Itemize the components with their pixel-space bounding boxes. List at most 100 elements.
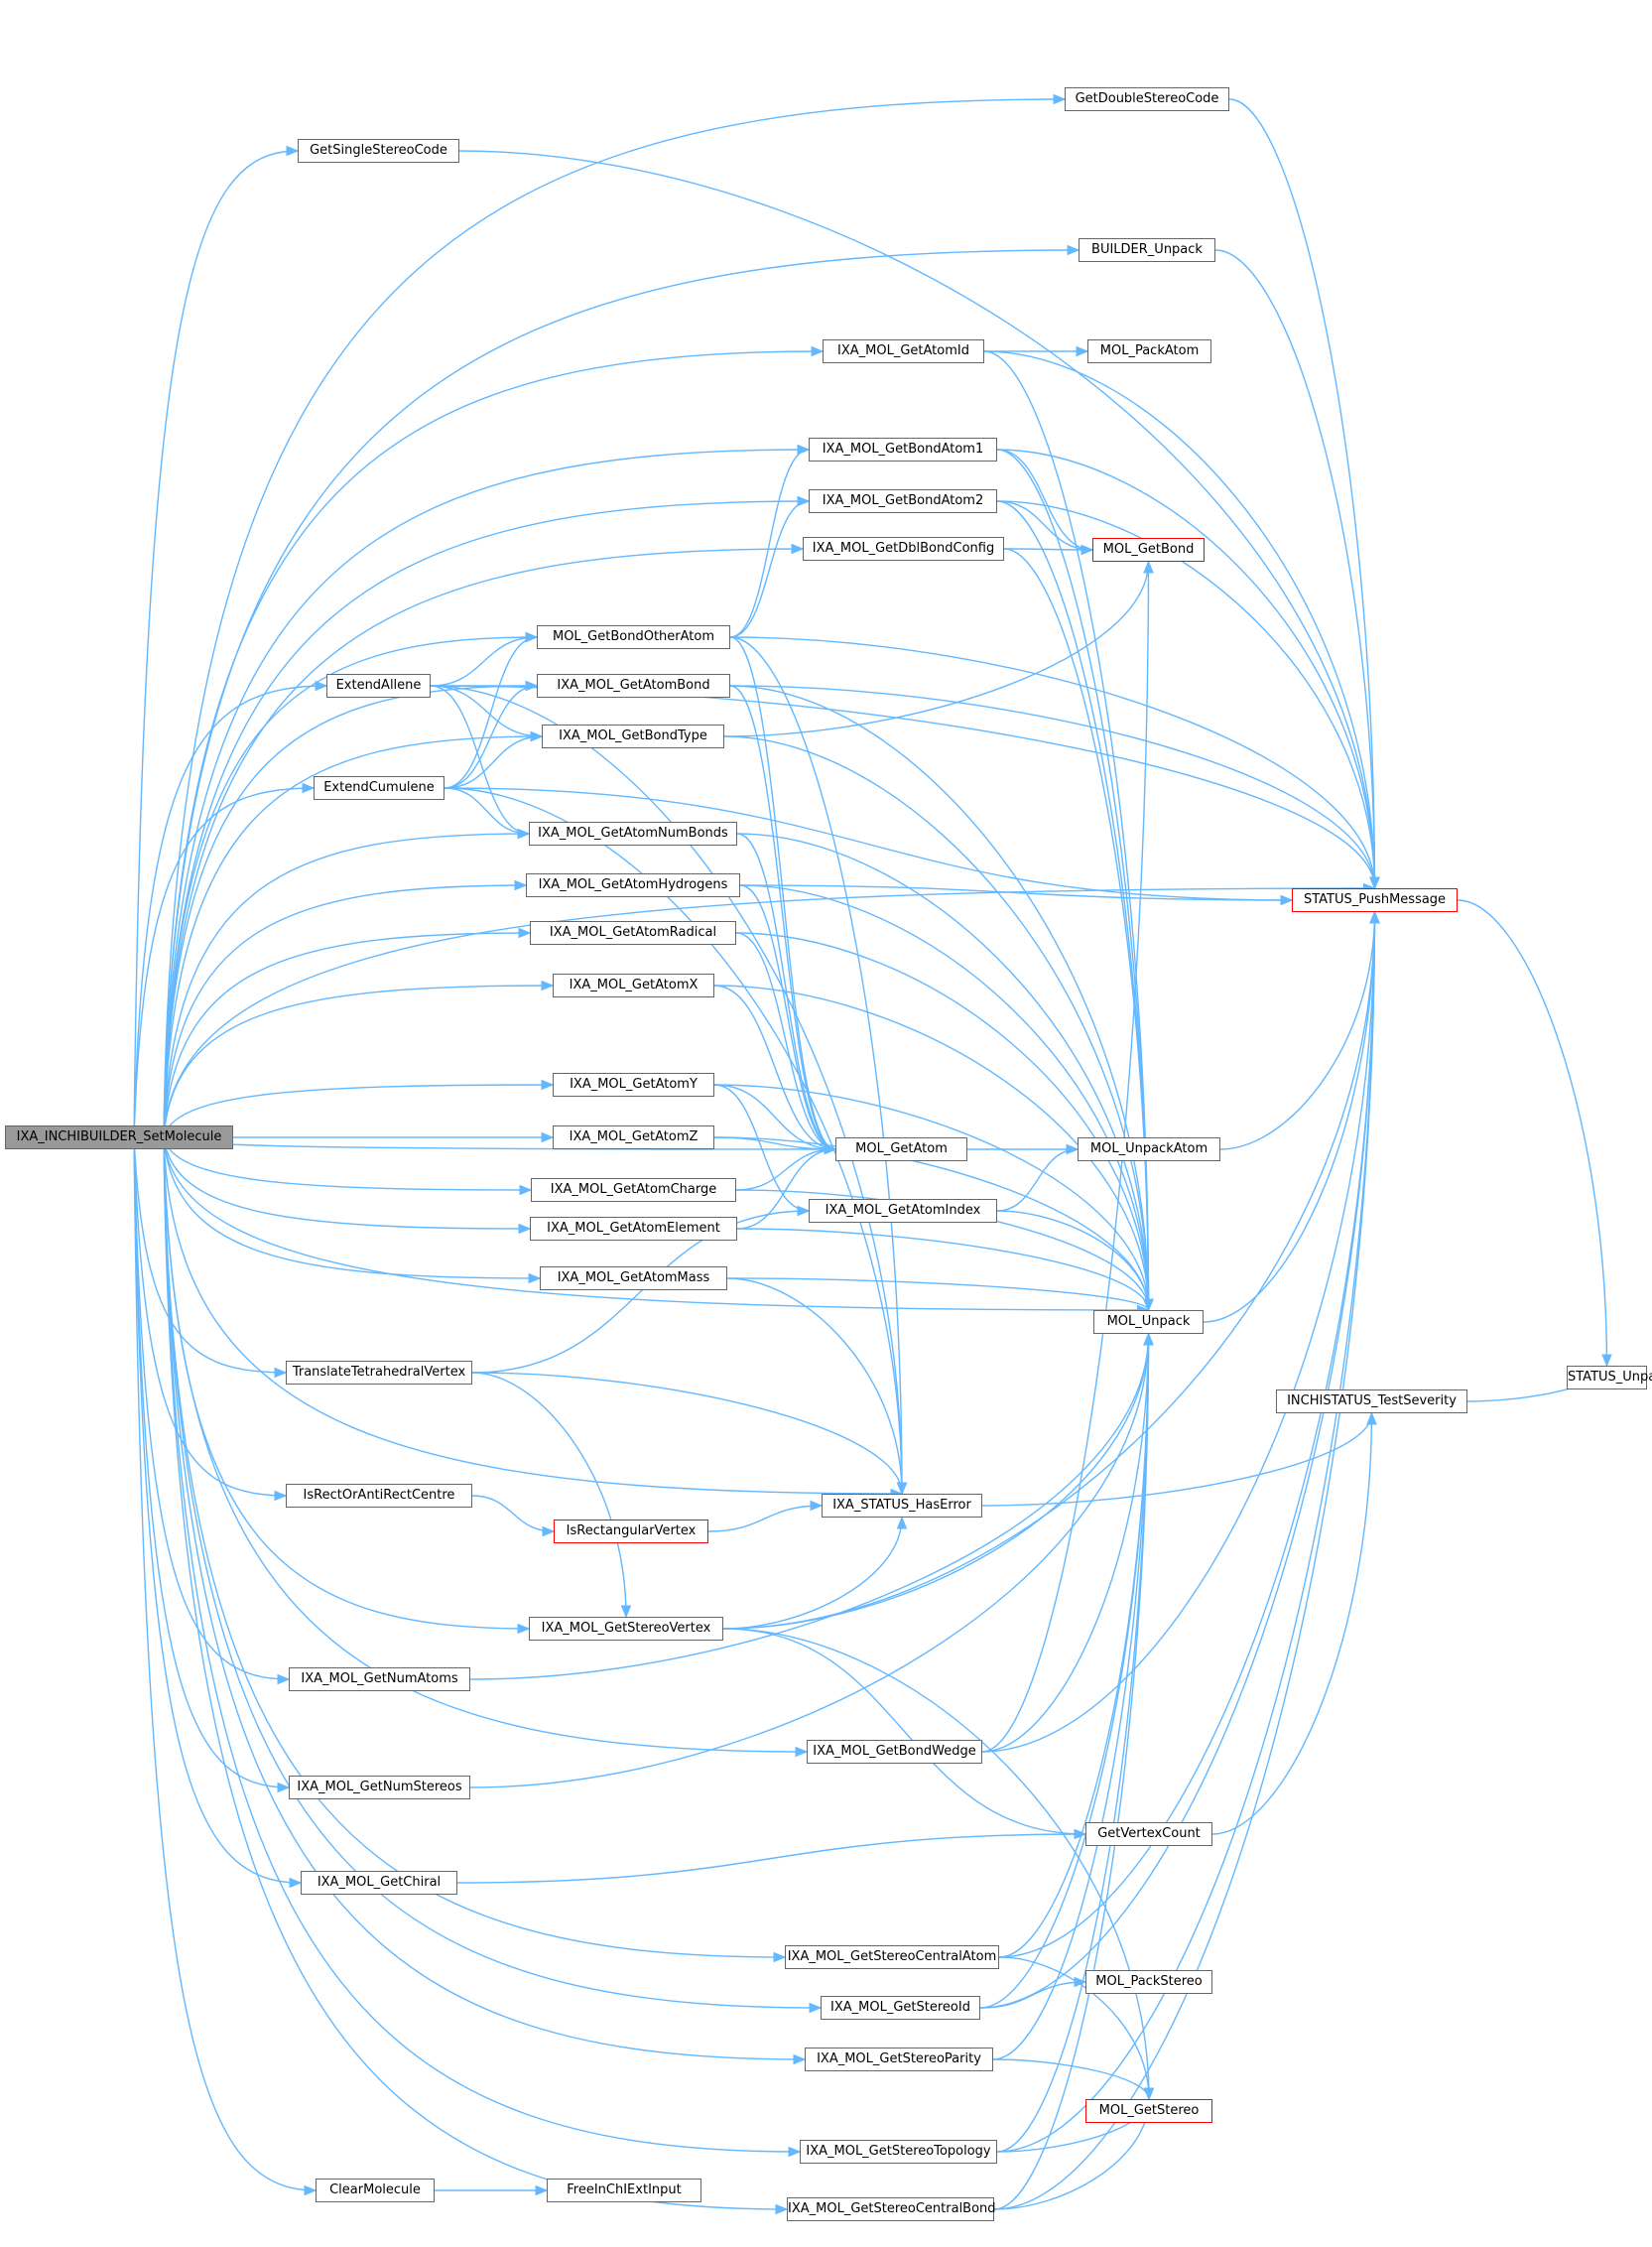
node-ixa-mol-getatomelement[interactable]: IXA_MOL_GetAtomElement [530,1217,737,1241]
edge-gsid-mu [979,1333,1150,2009]
node-ixa-mol-getatomy[interactable]: IXA_MOL_GetAtomY [553,1073,714,1097]
node-ixa-inchibuilder-setmolecule[interactable]: IXA_INCHIBUILDER_SetMolecule [5,1125,233,1149]
edge-bu-spm [1214,249,1376,889]
node-mol-getstereo[interactable]: MOL_GetStereo [1085,2099,1212,2123]
node-mol-getatom[interactable]: MOL_GetAtom [835,1137,967,1161]
node-ixa-mol-getdblbondconfig[interactable]: IXA_MOL_GetDblBondConfig [803,537,1004,561]
node-ixa-mol-getstereocentralbond[interactable]: IXA_MOL_GetStereoCentralBond [787,2197,996,2221]
node-ixa-mol-getbondatom2[interactable]: IXA_MOL_GetBondAtom2 [809,489,997,513]
edge-root-ganb [163,833,530,1138]
edge-gba2-mu [996,500,1150,1311]
edge-arrowhead [274,1367,288,1379]
edge-mgboa-mga [729,636,836,1150]
edge-arrowhead [535,2184,549,2196]
node-ixa-mol-getstereoid[interactable]: IXA_MOL_GetStereoId [821,1996,980,2020]
node-ixa-mol-getbondtype[interactable]: IXA_MOL_GetBondType [542,725,724,748]
edge-gsp-mgs [992,2058,1150,2100]
edge-arrowhead [797,1205,811,1217]
edge-root-spm [163,887,1375,1138]
edge-root-gssc [133,150,299,1138]
edge-arrowhead [1066,1143,1080,1155]
node-mol-getbondotheratom[interactable]: MOL_GetBondOtherAtom [537,625,730,649]
edge-arrowhead [793,2053,807,2065]
node-mol-getbond[interactable]: MOL_GetBond [1092,538,1205,562]
edge-gba2-spm [996,500,1376,889]
node-getsinglestereocode[interactable]: GetSingleStereoCode [298,139,459,163]
edge-arrowhead [514,879,528,891]
edge-arrowhead [519,1184,533,1196]
node-ixa-mol-getatomx[interactable]: IXA_MOL_GetAtomX [553,974,714,997]
edge-arrowhead [542,1525,556,1537]
edge-arrowhead [1369,910,1380,924]
edge-arrowhead [797,495,811,507]
node-ixa-mol-getatommass[interactable]: IXA_MOL_GetAtomMass [540,1266,727,1290]
node-ixa-mol-getatomz[interactable]: IXA_MOL_GetAtomZ [553,1125,714,1149]
node-ixa-mol-getatomindex[interactable]: IXA_MOL_GetAtomIndex [809,1199,997,1223]
node-ixa-mol-getatomradical[interactable]: IXA_MOL_GetAtomRadical [530,921,736,945]
node-clearmolecule[interactable]: ClearMolecule [316,2179,435,2202]
edge-arrowhead [517,828,531,840]
edge-arrowhead [302,782,316,794]
edge-root-gbt [163,735,543,1138]
edge-root-gar [163,932,531,1138]
node-getdoublestereocode[interactable]: GetDoubleStereoCode [1065,87,1229,111]
node-ixa-mol-getstereovertex[interactable]: IXA_MOL_GetStereoVertex [529,1617,723,1641]
edge-irarc-irv [471,1495,555,1532]
node-inchistatus-testseverity[interactable]: INCHISTATUS_TestSeverity [1276,1389,1467,1413]
node-isrectorantirectcentre[interactable]: IsRectOrAntiRectCentre [286,1484,472,1508]
edge-arrowhead [541,1079,555,1091]
node-extendcumulene[interactable]: ExtendCumulene [314,776,445,800]
edge-root-gdbc [163,548,804,1138]
edge-gah-mga [739,884,836,1150]
node-ixa-mol-getatomid[interactable]: IXA_MOL_GetAtomId [823,339,984,363]
node-ixa-status-haserror[interactable]: IXA_STATUS_HasError [822,1494,982,1518]
edge-gsv-ishe [722,1517,903,1630]
edge-root-gsid [163,1136,822,2009]
node-builder-unpack[interactable]: BUILDER_Unpack [1079,238,1215,262]
edge-gac-mga [735,1148,836,1191]
node-ixa-mol-getatomhydrogens[interactable]: IXA_MOL_GetAtomHydrogens [526,873,740,897]
node-ixa-mol-getatomnumbonds[interactable]: IXA_MOL_GetAtomNumBonds [529,822,737,846]
edge-gdbc-mu [1003,548,1150,1311]
edge-gab-mga [729,685,836,1150]
edge-arrowhead [1143,2087,1155,2101]
edge-arrowhead [517,1623,531,1635]
node-mol-unpackatom[interactable]: MOL_UnpackAtom [1078,1137,1220,1161]
edge-arrowhead [518,927,532,939]
edge-root-gah [163,884,527,1138]
node-ixa-mol-getstereocentralatom[interactable]: IXA_MOL_GetStereoCentralAtom [785,1945,999,1969]
node-ixa-mol-getbondwedge[interactable]: IXA_MOL_GetBondWedge [807,1740,982,1764]
edge-gai-mu [996,1210,1150,1311]
node-mol-packstereo[interactable]: MOL_PackStereo [1085,1970,1212,1994]
node-ixa-mol-getnumatoms[interactable]: IXA_MOL_GetNumAtoms [289,1667,470,1691]
edge-arrowhead [1143,1298,1154,1312]
node-freeinchiextinput[interactable]: FreeInChIExtInput [547,2179,701,2202]
node-ixa-mol-getatombond[interactable]: IXA_MOL_GetAtomBond [537,674,730,698]
edge-gch-gvc [456,1833,1086,1884]
edge-gbw-mu [981,1333,1150,1753]
node-ixa-mol-getnumstereos[interactable]: IXA_MOL_GetNumStereos [289,1776,470,1799]
node-isrectangularvertex[interactable]: IsRectangularVertex [554,1520,708,1543]
edge-arrowhead [1280,894,1294,906]
node-ixa-mol-getstereoparity[interactable]: IXA_MOL_GetStereoParity [805,2048,993,2071]
edge-arrowhead [1601,1354,1612,1368]
node-ixa-mol-getstereotopology[interactable]: IXA_MOL_GetStereoTopology [800,2140,997,2164]
node-translatetetrahedralvertex[interactable]: TranslateTetrahedralVertex [286,1361,472,1385]
edge-ea-mgboa [430,636,538,687]
node-ixa-mol-getatomcharge[interactable]: IXA_MOL_GetAtomCharge [531,1178,736,1202]
node-status-pushmessage[interactable]: STATUS_PushMessage [1292,888,1458,912]
edge-arrowhead [791,543,805,555]
edge-gac-mu [735,1189,1150,1311]
node-getvertexcount[interactable]: GetVertexCount [1085,1822,1212,1846]
node-mol-unpack[interactable]: MOL_Unpack [1093,1310,1204,1334]
edge-mua-spm [1219,911,1376,1150]
edge-gdsc-spm [1228,98,1376,889]
node-extendallene[interactable]: ExtendAllene [326,674,431,698]
edge-gbw-mgb [981,561,1150,1753]
node-mol-packatom[interactable]: MOL_PackAtom [1087,339,1211,363]
node-ixa-mol-getchiral[interactable]: IXA_MOL_GetChiral [301,1871,457,1895]
edge-gsv-mgs [722,1628,1150,2100]
node-ixa-mol-getbondatom1[interactable]: IXA_MOL_GetBondAtom1 [809,438,997,462]
node-status-unpack[interactable]: STATUS_Unpack [1567,1366,1652,1389]
edge-arrowhead [773,1951,787,1963]
